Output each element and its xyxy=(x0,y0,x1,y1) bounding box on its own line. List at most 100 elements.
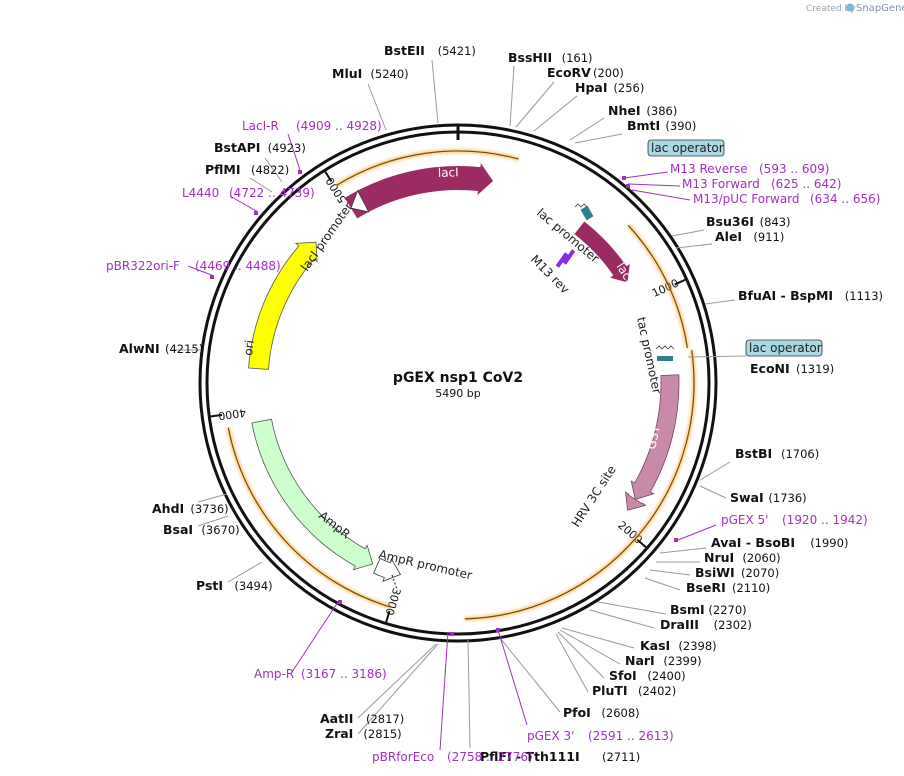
enzyme-site-32[interactable]: PflFI - Tth111I(2711) xyxy=(480,749,640,764)
enzyme-site-20[interactable]: BsiWI(2070) xyxy=(695,565,779,580)
primer-leader xyxy=(497,629,528,726)
lacZa-arrow[interactable] xyxy=(574,221,630,283)
enzyme-site-22[interactable]: PstI (3494) xyxy=(196,578,273,593)
primer-range: (4722 .. 4739) xyxy=(229,186,315,200)
enzyme-site-13[interactable]: EcoNI (1319) xyxy=(750,361,834,376)
primer-site-7[interactable]: pGEX 3'(2591 .. 2613) xyxy=(527,729,674,743)
hrv-site-arrow[interactable] xyxy=(625,491,647,511)
enzyme-site-31[interactable]: ZraI(2815) xyxy=(325,726,402,741)
enzyme-pos: (5421) xyxy=(438,44,476,58)
enzyme-site-10[interactable]: AleI(911) xyxy=(715,229,784,244)
enzyme-site-26[interactable]: NarI(2399) xyxy=(625,653,702,668)
enzyme-pos: (2608) xyxy=(601,706,639,720)
enzyme-site-4[interactable]: HpaI(256) xyxy=(575,80,644,95)
primer-leader xyxy=(291,601,339,673)
highlight-arc-line xyxy=(464,349,695,620)
snapgene-logo-icon xyxy=(846,3,854,12)
enzyme-site-14[interactable]: BstBI(1706) xyxy=(735,446,819,461)
enzyme-pos: (5240) xyxy=(370,67,408,81)
enzyme-pos: (1706) xyxy=(781,447,819,461)
enzyme-site-3[interactable]: EcoRV(200) xyxy=(547,65,624,80)
primer-site-4[interactable]: M13 Forward(625 .. 642) xyxy=(682,177,841,191)
enzyme-site-28[interactable]: PluTI(2402) xyxy=(592,683,676,698)
primer-site-2[interactable]: pBR322ori-F(4469 .. 4488) xyxy=(106,259,281,273)
enzyme-site-15[interactable]: SwaI(1736) xyxy=(730,490,807,505)
enzyme-site-9[interactable]: Bsu36I (843) xyxy=(706,214,791,229)
enzyme-site-6[interactable]: BmtI(390) xyxy=(627,118,696,133)
enzyme-site-25[interactable]: KasI(2398) xyxy=(640,638,717,653)
enzyme-leader xyxy=(699,485,727,499)
enzyme-site-30[interactable]: AatII(2817) xyxy=(320,711,404,726)
enzyme-leader xyxy=(644,577,681,591)
ori-arrow[interactable] xyxy=(248,241,318,370)
primer-site-9[interactable]: pBRforEco(2758 .. 2776) xyxy=(372,750,533,764)
enzyme-pos: (3494) xyxy=(234,579,272,593)
enzyme-site-19[interactable]: NruI(2060) xyxy=(704,550,781,565)
enzyme-pos: (4215) xyxy=(165,342,203,356)
enzyme-name: BseRI xyxy=(686,580,726,595)
enzyme-leader xyxy=(574,133,623,144)
enzyme-pos: (1319) xyxy=(796,362,834,376)
enzyme-leader xyxy=(561,627,635,649)
primer-site-0[interactable]: LacI-R(4909 .. 4928) xyxy=(242,119,382,133)
primer-name: M13 Forward xyxy=(682,177,760,191)
enzyme-site-1[interactable]: MluI(5240) xyxy=(332,66,409,81)
primer-site-1[interactable]: L4440 (4722 .. 4739) xyxy=(182,186,315,200)
enzyme-leader xyxy=(649,569,691,576)
ampR-arrow[interactable] xyxy=(251,418,374,571)
enzyme-site-27[interactable]: SfoI(2400) xyxy=(609,668,686,683)
lacI-arrow[interactable] xyxy=(344,163,494,219)
primer-site-6[interactable]: pGEX 5'(1920 .. 1942) xyxy=(721,513,868,527)
enzyme-site-18[interactable]: AvaI - BsoBI(1990) xyxy=(711,535,848,550)
enzyme-site-12[interactable]: AlwNI(4215) xyxy=(119,341,203,356)
gst-arrow[interactable] xyxy=(630,374,680,500)
enzyme-site-21[interactable]: BseRI(2110) xyxy=(686,580,770,595)
enzyme-name: PstI xyxy=(196,578,223,593)
enzyme-pos: (2402) xyxy=(638,684,676,698)
enzyme-leader xyxy=(499,637,561,713)
primer-site-5[interactable]: M13/pUC Forward(634 .. 656) xyxy=(693,192,880,206)
leader-lines xyxy=(172,59,747,751)
enzyme-site-7[interactable]: BstAPI(4923) xyxy=(214,140,306,155)
enzyme-site-2[interactable]: BssHII(161) xyxy=(508,50,593,65)
primer-leader xyxy=(627,183,681,187)
enzyme-leader xyxy=(264,157,283,183)
enzyme-site-23[interactable]: BsmI(2270) xyxy=(670,602,747,617)
enzyme-leader xyxy=(597,601,667,615)
primer-site-3[interactable]: M13 Reverse(593 .. 609) xyxy=(670,162,829,176)
enzyme-name: NarI xyxy=(625,653,655,668)
enzyme-site-8[interactable]: PflMI(4822) xyxy=(205,162,289,177)
enzyme-pos: (161) xyxy=(562,51,593,65)
enzyme-pos: (386) xyxy=(646,104,677,118)
primer-range: (3167 .. 3186) xyxy=(301,667,387,681)
enzyme-leader xyxy=(197,493,228,503)
enzyme-name: EcoRV xyxy=(547,65,591,80)
lac-promoter-glyph xyxy=(574,203,588,208)
lacI-promoter-arrow[interactable] xyxy=(350,189,370,213)
enzyme-leader xyxy=(555,633,589,693)
enzyme-site-24[interactable]: DraIII(2302) xyxy=(660,617,752,632)
enzyme-site-5[interactable]: NheI(386) xyxy=(608,103,677,118)
enzyme-site-29[interactable]: PfoI(2608) xyxy=(563,705,640,720)
ampR-promoter-arrow[interactable] xyxy=(373,557,402,582)
enzyme-name: EcoNI xyxy=(750,361,790,376)
lac-operator-box-2 xyxy=(745,339,823,357)
tick-label-4000: 4000 xyxy=(217,406,246,423)
m13-rev-glyph-2 xyxy=(562,249,576,265)
enzyme-site-16[interactable]: AhdI(3736) xyxy=(152,501,229,516)
primer-leader xyxy=(439,631,449,751)
primer-name: L4440 xyxy=(182,186,219,200)
enzyme-site-0[interactable]: BstEII(5421) xyxy=(384,43,476,58)
enzyme-site-17[interactable]: BsaI(3670) xyxy=(163,522,240,537)
primer-site-8[interactable]: Amp-R(3167 .. 3186) xyxy=(254,667,387,681)
enzyme-pos: (256) xyxy=(613,81,644,95)
credit-brand: SnapGene xyxy=(856,3,904,14)
enzyme-name: AvaI - BsoBI xyxy=(711,535,795,550)
enzyme-pos: (843) xyxy=(760,215,791,229)
enzyme-name: PflMI xyxy=(205,162,241,177)
enzyme-leader xyxy=(467,639,471,749)
enzyme-pos: (911) xyxy=(753,230,784,244)
primer-leader xyxy=(677,524,717,541)
enzyme-name: Bsu36I xyxy=(706,214,754,229)
enzyme-site-11[interactable]: BfuAI - BspMI(1113) xyxy=(738,288,883,303)
